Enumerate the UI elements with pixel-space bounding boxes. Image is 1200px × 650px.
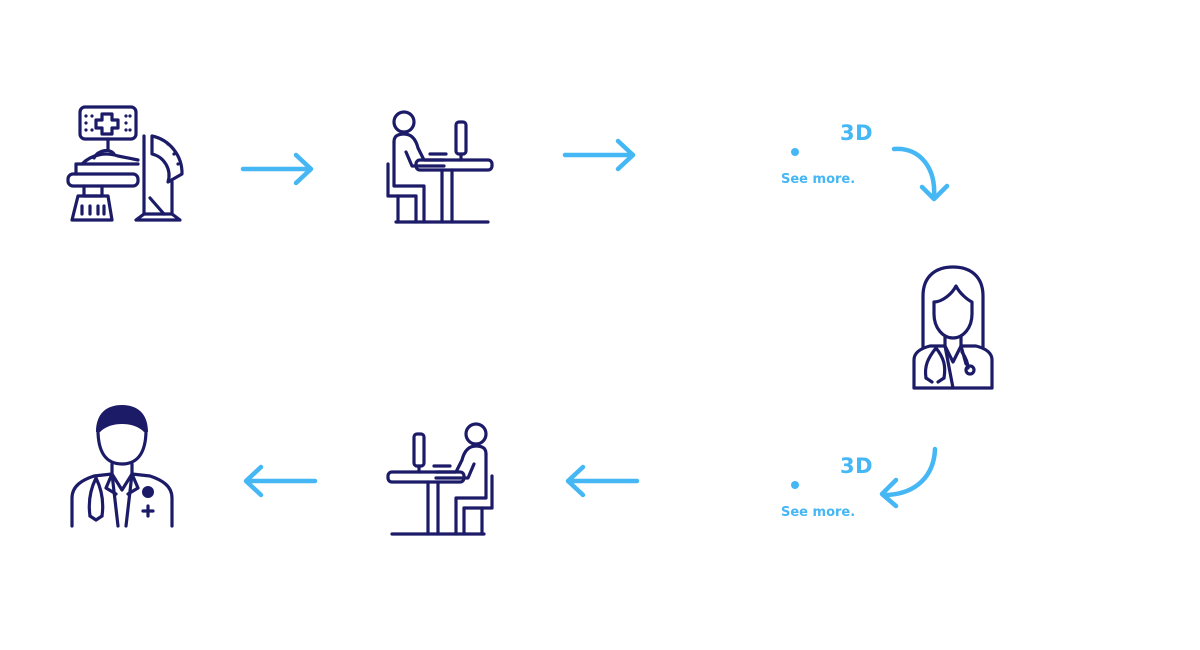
- left-arrow-icon: [240, 464, 318, 498]
- female-doctor-icon: [908, 262, 998, 394]
- left-arrow-icon: [562, 464, 640, 498]
- person-at-computer-icon: [384, 108, 496, 228]
- curved-down-left-arrow-icon: [872, 444, 942, 509]
- male-doctor-icon: [66, 402, 178, 532]
- person-at-computer-icon: [384, 420, 496, 540]
- model-dot: [791, 481, 799, 489]
- model-dot: [791, 148, 799, 156]
- model-3d-label: 3D: [840, 454, 874, 478]
- curved-down-arrow-icon: [890, 142, 956, 208]
- right-arrow-icon: [562, 138, 638, 172]
- model-3d-label: 3D: [840, 121, 874, 145]
- see-more-link[interactable]: See more.: [781, 505, 856, 520]
- right-arrow-icon: [240, 152, 316, 186]
- model-3d-bottom: 3D See more.: [770, 451, 890, 531]
- model-3d-top: 3D See more.: [770, 118, 890, 198]
- see-more-link[interactable]: See more.: [781, 172, 856, 187]
- mri-scanner-icon: [64, 104, 186, 224]
